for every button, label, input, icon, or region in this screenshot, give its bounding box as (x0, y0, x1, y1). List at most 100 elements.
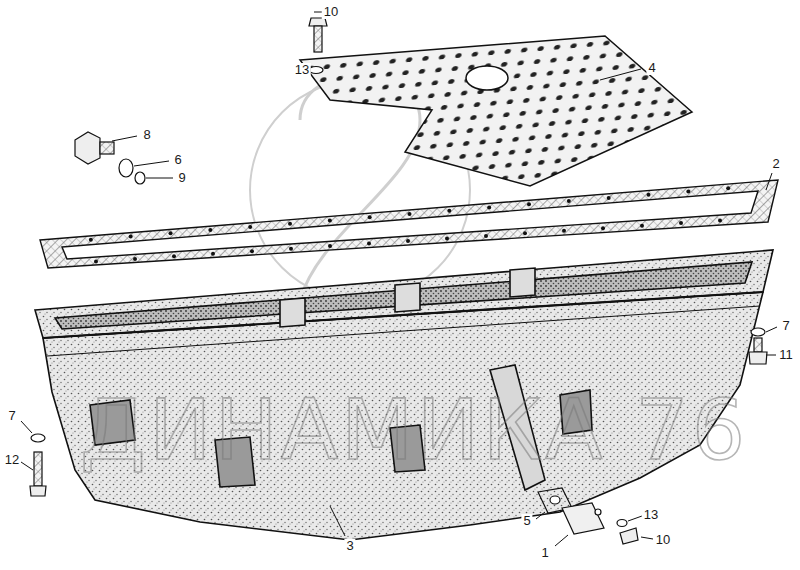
bolt-head (749, 352, 767, 364)
callout-number: 4 (646, 61, 657, 75)
gasket-hole (567, 199, 571, 203)
gasket-hole (248, 225, 252, 229)
gasket-hole (601, 226, 605, 230)
callout-number: 1 (539, 546, 550, 560)
plate-outline (300, 36, 692, 186)
washer (617, 520, 627, 527)
leader-line (21, 462, 33, 470)
gasket-hole (562, 229, 566, 233)
bolt-head (309, 18, 327, 26)
callout-number: 13 (293, 63, 311, 77)
callout-number: 13 (642, 508, 660, 522)
bolt-head (75, 132, 100, 164)
leader-line (766, 173, 772, 190)
gasket-hole (447, 209, 451, 213)
leader-line (555, 535, 568, 546)
bolt-shank (34, 452, 42, 486)
washer (31, 434, 45, 442)
boss (280, 298, 305, 327)
pan-flange (35, 250, 773, 338)
gasket-hole (169, 231, 173, 235)
gasket-hole (328, 244, 332, 248)
washer (119, 159, 133, 177)
cover (538, 488, 638, 544)
gasket-hole (250, 249, 254, 253)
leader-line (766, 327, 777, 332)
washer (135, 172, 145, 184)
gasket-hole (679, 221, 683, 225)
callout-number: 7 (6, 409, 17, 423)
callout-number: 12 (3, 453, 21, 467)
callout-number: 10 (322, 5, 340, 19)
gasket-hole (445, 236, 449, 240)
gasket-hole (607, 196, 611, 200)
gasket-hole (484, 234, 488, 238)
gasket-hole (289, 247, 293, 251)
plate-hole (466, 66, 508, 90)
leader-line (766, 355, 776, 356)
gasket-hole (89, 238, 93, 242)
gasket-hole (172, 254, 176, 258)
bolt-head (620, 528, 638, 544)
gasket-hole (718, 219, 722, 223)
leader-line (600, 69, 641, 80)
flange-lip (47, 306, 760, 356)
watermark: ДИНАМИКА 76 (80, 388, 748, 472)
washer (751, 328, 765, 336)
bolt-head (30, 486, 46, 496)
cover-plate (562, 503, 604, 534)
callout-number: 2 (770, 157, 781, 171)
leader-line (628, 516, 642, 521)
leader-line (21, 421, 32, 433)
gasket-hole (686, 189, 690, 193)
baffle-plate (300, 36, 692, 186)
gasket-hole (647, 193, 651, 197)
bolt (309, 18, 327, 74)
gasket-hole (94, 259, 98, 263)
leader-line (536, 512, 545, 519)
bolt-shank (314, 26, 322, 52)
gasket-hole (133, 257, 137, 261)
gasket-hole (368, 215, 372, 219)
logo-stroke (300, 75, 430, 300)
bolt (749, 328, 767, 364)
gasket-hole (726, 186, 730, 190)
callout-number: 9 (176, 171, 187, 185)
callout-number: 8 (141, 128, 152, 142)
boss (395, 283, 420, 312)
bolt-shank (100, 142, 114, 154)
gasket (40, 180, 778, 268)
cover-hole (595, 509, 601, 515)
callout-number: 3 (344, 539, 355, 553)
oil-pan (35, 250, 773, 540)
leader-line (641, 537, 653, 539)
gasket-hole (406, 239, 410, 243)
boss (510, 268, 535, 297)
callout-number: 7 (780, 319, 791, 333)
gasket-hole (367, 242, 371, 246)
gasket-hole (288, 222, 292, 226)
bolt (30, 434, 46, 496)
gasket-hole (208, 228, 212, 232)
gasket-hole (487, 206, 491, 210)
leader-line (330, 506, 345, 536)
callout-number: 11 (777, 348, 795, 362)
gasket-hole (408, 212, 412, 216)
gasket-holes (89, 186, 730, 263)
leader-line (134, 161, 169, 166)
gasket-hole (328, 218, 332, 222)
callout-number: 5 (521, 514, 532, 528)
bolt-shank (754, 338, 762, 352)
gasket-ring (40, 180, 778, 268)
gasket-hole (550, 496, 560, 504)
leader-line (112, 136, 137, 141)
gasket-hole (640, 224, 644, 228)
drain-plug (75, 132, 145, 184)
callout-number: 6 (172, 153, 183, 167)
pan-interior (55, 262, 752, 329)
gasket-hole (527, 202, 531, 206)
gasket-hole (129, 235, 133, 239)
